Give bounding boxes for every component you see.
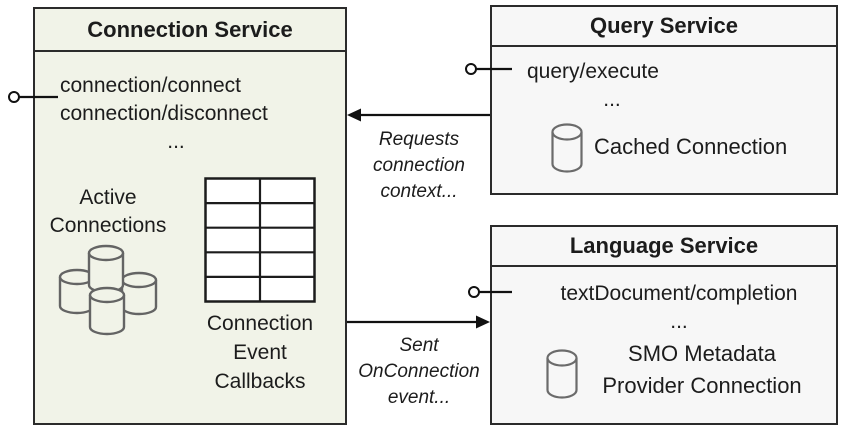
query-methods-ellipsis: ... bbox=[603, 88, 621, 111]
method-query-execute: query/execute bbox=[527, 60, 659, 83]
database-icon bbox=[551, 123, 583, 173]
database-icon bbox=[546, 349, 578, 399]
language-service-title: Language Service bbox=[492, 227, 836, 267]
connection-event-callbacks-label: Connection Event Callbacks bbox=[185, 309, 335, 396]
language-service-box: Language Service textDocument/completion… bbox=[490, 225, 838, 425]
query-service-title: Query Service bbox=[492, 7, 836, 47]
callbacks-line2: Event bbox=[233, 341, 287, 364]
requests-connection-context-label: Requests connection context... bbox=[349, 127, 489, 205]
cached-connection-label: Cached Connection bbox=[594, 134, 788, 159]
sent-line2: OnConnection bbox=[358, 361, 480, 382]
language-methods-ellipsis: ... bbox=[670, 310, 688, 333]
active-connections-label: Active Connections bbox=[38, 184, 178, 240]
connection-service-methods: connection/connect connection/disconnect… bbox=[60, 72, 292, 156]
callbacks-line3: Callbacks bbox=[214, 370, 306, 393]
requests-line3: context... bbox=[380, 181, 458, 202]
sent-line3: event... bbox=[387, 387, 451, 408]
method-textdocument-completion: textDocument/completion bbox=[560, 282, 798, 305]
provider-line2: Provider Connection bbox=[602, 373, 802, 398]
table-icon bbox=[204, 177, 316, 303]
query-service-box: Query Service query/execute ... Cached C… bbox=[490, 5, 838, 195]
methods-ellipsis: ... bbox=[167, 130, 185, 153]
requests-line1: Requests bbox=[378, 129, 460, 150]
method-connection-disconnect: connection/disconnect bbox=[60, 102, 268, 125]
requests-arrow bbox=[347, 108, 490, 122]
sent-onconnection-event-label: Sent OnConnection event... bbox=[344, 333, 494, 411]
callbacks-line1: Connection bbox=[206, 312, 314, 335]
sent-line1: Sent bbox=[399, 335, 439, 356]
active-connections-line1: Active bbox=[79, 186, 137, 209]
requests-line2: connection bbox=[373, 155, 465, 176]
connection-service-box: Connection Service connection/connect co… bbox=[33, 7, 347, 425]
language-service-methods: textDocument/completion ... bbox=[526, 280, 832, 336]
connection-service-title: Connection Service bbox=[35, 9, 345, 52]
database-cluster-icon bbox=[58, 244, 158, 336]
active-connections-line2: Connections bbox=[49, 214, 167, 237]
query-service-methods: query/execute ... bbox=[527, 58, 697, 114]
sent-event-arrow bbox=[347, 315, 490, 329]
method-connection-connect: connection/connect bbox=[60, 74, 241, 97]
smo-metadata-provider-label: SMO Metadata Provider Connection bbox=[587, 338, 817, 402]
provider-line1: SMO Metadata bbox=[628, 341, 776, 366]
